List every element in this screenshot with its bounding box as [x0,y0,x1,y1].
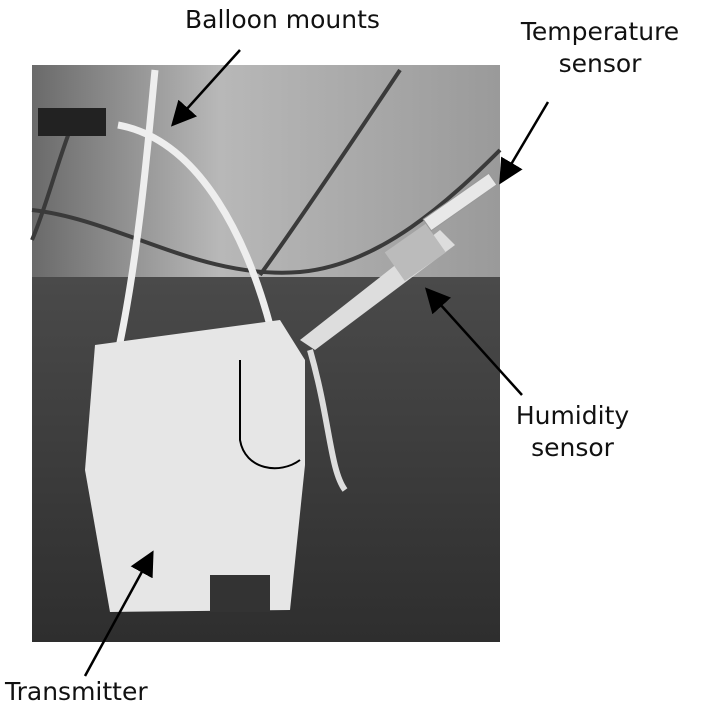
temperature-sensor-label-line1: Temperature [520,17,680,46]
humidity-sensor-label-line1: Humidity [515,401,630,430]
temperature-sensor-label-line2: sensor [558,49,642,78]
temperature-sensor-label: Temperature sensor [505,16,695,80]
balloon-mounts [114,69,279,353]
humidity-sensor-label-line2: sensor [531,433,614,462]
transmitter-box [85,320,305,612]
balloon-mounts-label: Balloon mounts [185,5,380,34]
terminal-block [38,108,106,136]
humidity-sensor [384,223,446,282]
arrow-transmitter [83,550,154,677]
arrows [83,49,550,677]
photo [30,65,502,642]
temperature-sensor [422,172,498,232]
transmitter-label: Transmitter [5,677,148,706]
arrow-temperature-sensor [499,101,550,185]
arrow-humidity-sensor [424,287,523,396]
arrow-balloon-mounts [170,49,241,127]
humidity-sensor-label: Humidity sensor [500,400,645,464]
cables [30,68,502,277]
